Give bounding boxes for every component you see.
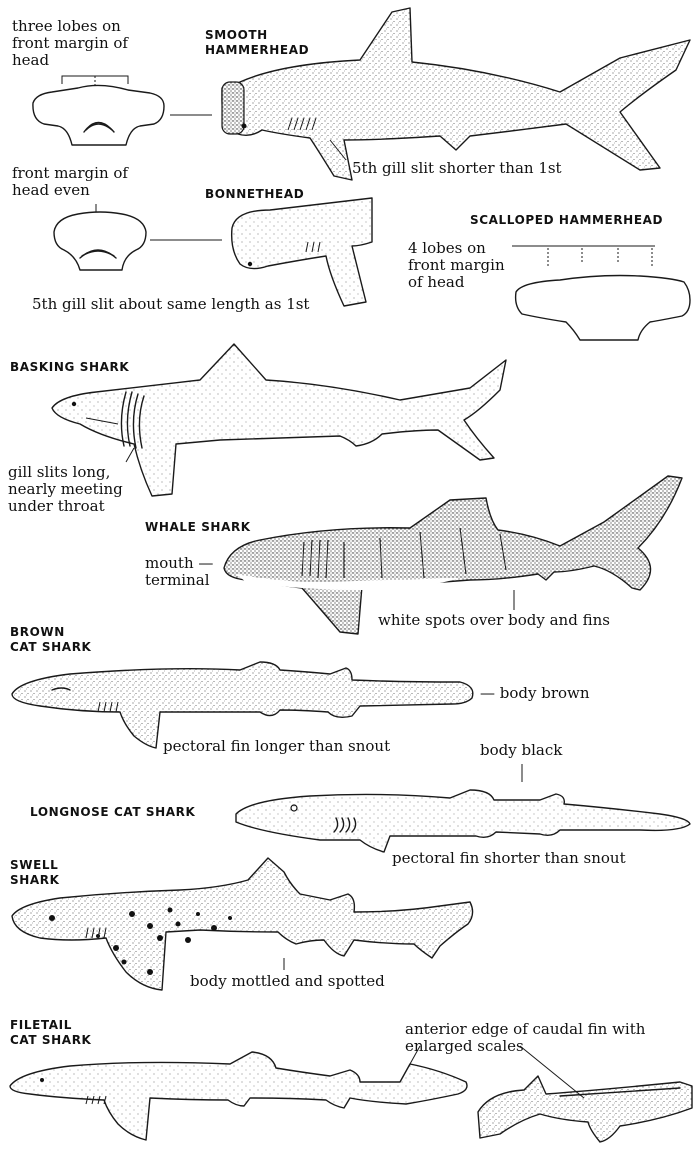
note-body-brown: — body brown <box>480 685 590 702</box>
bonnethead-head-diagram <box>54 204 146 270</box>
title-longnose-cat-shark: LONGNOSE CAT SHARK <box>30 805 195 820</box>
title-swell-shark: SWELL SHARK <box>10 858 60 888</box>
scalloped-hammerhead-head-diagram <box>512 246 690 340</box>
title-brown-cat-shark: BROWN CAT SHARK <box>10 625 91 655</box>
note-gill-smooth-hammerhead: 5th gill slit shorter than 1st <box>352 160 562 177</box>
longnose-cat-shark-figure <box>236 764 690 852</box>
swell-shark-figure <box>12 858 473 990</box>
title-smooth-hammerhead: SMOOTH HAMMERHEAD <box>205 28 309 58</box>
title-whale-shark: WHALE SHARK <box>145 520 251 535</box>
note-gill-bonnethead: 5th gill slit about same length as 1st <box>32 296 309 313</box>
note-body-black: body black <box>480 742 562 759</box>
note-front-margin-even: front margin of head even <box>12 165 128 199</box>
title-scalloped-hammerhead: SCALLOPED HAMMERHEAD <box>470 213 663 228</box>
note-four-lobes: 4 lobes on front margin of head <box>408 240 505 291</box>
note-mouth-terminal: mouth — terminal <box>145 555 213 589</box>
bonnethead-figure <box>232 198 372 306</box>
note-gill-basking: gill slits long, nearly meeting under th… <box>8 464 123 515</box>
note-white-spots: white spots over body and fins <box>378 612 610 629</box>
note-pectoral-longer: pectoral fin longer than snout <box>163 738 390 755</box>
title-filetail-cat-shark: FILETAIL CAT SHARK <box>10 1018 91 1048</box>
note-body-mottled: body mottled and spotted <box>190 973 385 990</box>
note-caudal-scales: anterior edge of caudal fin with enlarge… <box>405 1021 645 1055</box>
filetail-cat-shark-figure <box>10 1052 467 1140</box>
smooth-hammerhead-head-diagram <box>33 76 164 145</box>
note-pectoral-shorter: pectoral fin shorter than snout <box>392 850 626 867</box>
title-basking-shark: BASKING SHARK <box>10 360 129 375</box>
note-three-lobes: three lobes on front margin of head <box>12 18 128 69</box>
brown-cat-shark-figure <box>12 662 473 748</box>
title-bonnethead: BONNETHEAD <box>205 187 304 202</box>
